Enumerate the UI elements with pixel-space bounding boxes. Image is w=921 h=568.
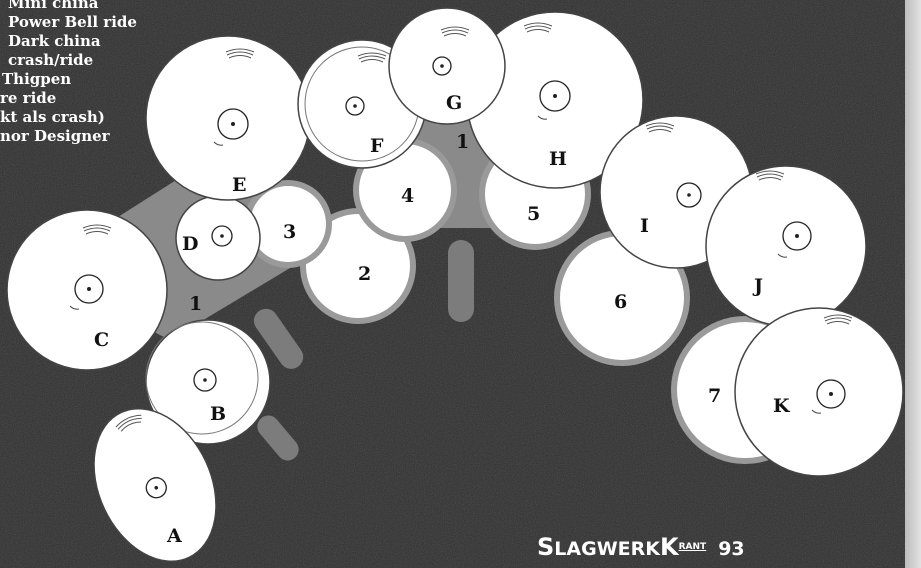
legend-item: Power Bell ride	[0, 13, 137, 32]
label-c: C	[94, 329, 109, 351]
label-pad-1-left: 1	[189, 293, 202, 315]
legend-item: kt als crash)	[0, 108, 137, 127]
cymbal-j	[706, 166, 866, 326]
label-d: D	[182, 233, 198, 255]
label-drum-3: 3	[283, 221, 296, 243]
label-g: G	[446, 92, 462, 114]
legend-item: re ride	[0, 89, 137, 108]
cymbal-e	[146, 36, 310, 200]
legend-item: Thigpen	[0, 70, 137, 89]
label-drum-4: 4	[401, 185, 414, 207]
label-f: F	[370, 135, 384, 157]
brand-initial: S	[537, 533, 554, 561]
label-e: E	[232, 174, 246, 196]
brand-k: K	[660, 533, 679, 561]
pedal-center	[448, 240, 474, 322]
page-edge	[905, 0, 921, 568]
label-drum-6: 6	[614, 291, 627, 313]
label-a: A	[166, 525, 182, 547]
label-pad-1-center: 1	[456, 131, 469, 153]
brand-rant: RANT	[679, 542, 707, 552]
legend: Mini china Power Bell ride Dark china cr…	[0, 0, 137, 146]
label-i: I	[640, 215, 649, 237]
label-drum-2: 2	[358, 263, 371, 285]
label-k: K	[773, 395, 791, 417]
legend-item: crash/ride	[0, 51, 137, 70]
label-j: J	[752, 275, 763, 297]
label-b: B	[210, 403, 226, 425]
label-drum-5: 5	[527, 203, 540, 225]
cymbal-k	[735, 308, 903, 476]
legend-item: nor Designer	[0, 127, 137, 146]
magazine-footer: SLAGWERKKRANT 93	[537, 533, 745, 561]
page-number: 93	[718, 538, 744, 560]
legend-item: Mini china	[0, 0, 137, 13]
label-drum-7: 7	[708, 385, 721, 407]
label-h: H	[549, 148, 567, 170]
cymbal-c	[7, 210, 167, 370]
legend-item: Dark china	[0, 32, 137, 51]
brand-name: LAGWERK	[554, 538, 660, 560]
